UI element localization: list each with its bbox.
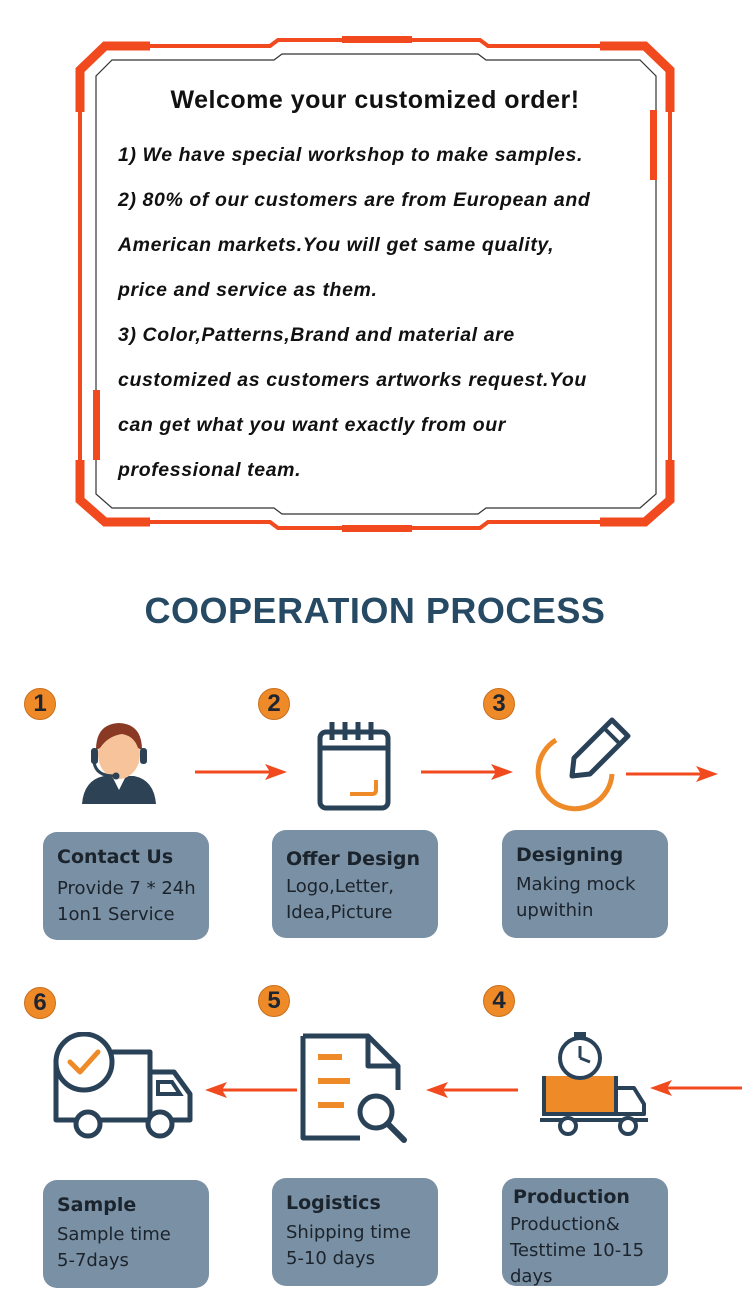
section-title: COOPERATION PROCESS [144,590,606,631]
step-card-designing: Designing Making mock upwithin [502,830,668,938]
step-description: Testtime 10-15 [510,1240,645,1261]
welcome-line: price and service as them. [118,279,378,301]
arrow-right-icon [421,764,513,780]
step-description: days [510,1266,553,1287]
step-number-badge: 1 [24,688,56,720]
welcome-line: 3) Color,Patterns,Brand and material are [118,324,515,346]
step-description: 1on1 Service [57,904,175,925]
step-description: Sample time [57,1224,171,1245]
step-description: Logo,Letter, [286,876,394,897]
welcome-frame [75,36,675,532]
arrow-left-icon [205,1082,297,1098]
step-card-logistics: Logistics Shipping time 5-10 days [272,1178,438,1286]
step-title: Sample [57,1194,137,1216]
step-description: Idea,Picture [286,902,393,923]
welcome-line: can get what you want exactly from our [118,414,506,436]
step-description: Shipping time [286,1222,411,1243]
step-card-contact-us: Contact Us Provide 7 * 24h 1on1 Service [43,832,209,940]
delivery-truck-icon [53,1032,193,1139]
step-title: Designing [516,844,624,866]
pencil-icon [535,717,631,812]
step-number-badge: 4 [483,985,515,1017]
welcome-line: professional team. [118,459,302,481]
welcome-title: Welcome your customized order! [170,86,580,114]
step-description: 5-10 days [286,1248,376,1269]
customer-service-icon [82,723,156,804]
step-description: upwithin [516,900,594,921]
production-truck-icon [540,1032,648,1136]
welcome-line: American markets.You will get same quali… [118,234,555,256]
step-description: 5-7days [57,1250,129,1271]
step-number-badge: 2 [258,688,290,720]
welcome-line: customized as customers artworks request… [118,369,587,391]
step-card-sample: Sample Sample time 5-7days [43,1180,209,1288]
welcome-line: 2) 80% of our customers are from Europea… [118,189,591,211]
step-title: Logistics [286,1192,381,1214]
step-description: Provide 7 * 24h [57,878,196,899]
step-description: Production& [510,1214,620,1235]
document-search-icon [300,1033,407,1143]
step-description: Making mock [516,874,636,895]
step-number-badge: 3 [483,688,515,720]
arrow-right-icon [195,764,287,780]
step-number-badge: 6 [24,987,56,1019]
arrow-left-icon [426,1082,518,1098]
step-title: Offer Design [286,848,421,870]
step-card-offer-design: Offer Design Logo,Letter, Idea,Picture [272,830,438,938]
step-card-production: Production Production& Testtime 10-15 da… [502,1178,668,1287]
arrow-left-icon [650,1080,742,1096]
step-title: Production [513,1186,630,1208]
arrow-right-icon [626,766,718,782]
step-title: Contact Us [57,846,174,868]
welcome-line: 1) We have special workshop to make samp… [118,144,583,166]
step-number-badge: 5 [258,985,290,1017]
calendar-icon [317,722,391,811]
